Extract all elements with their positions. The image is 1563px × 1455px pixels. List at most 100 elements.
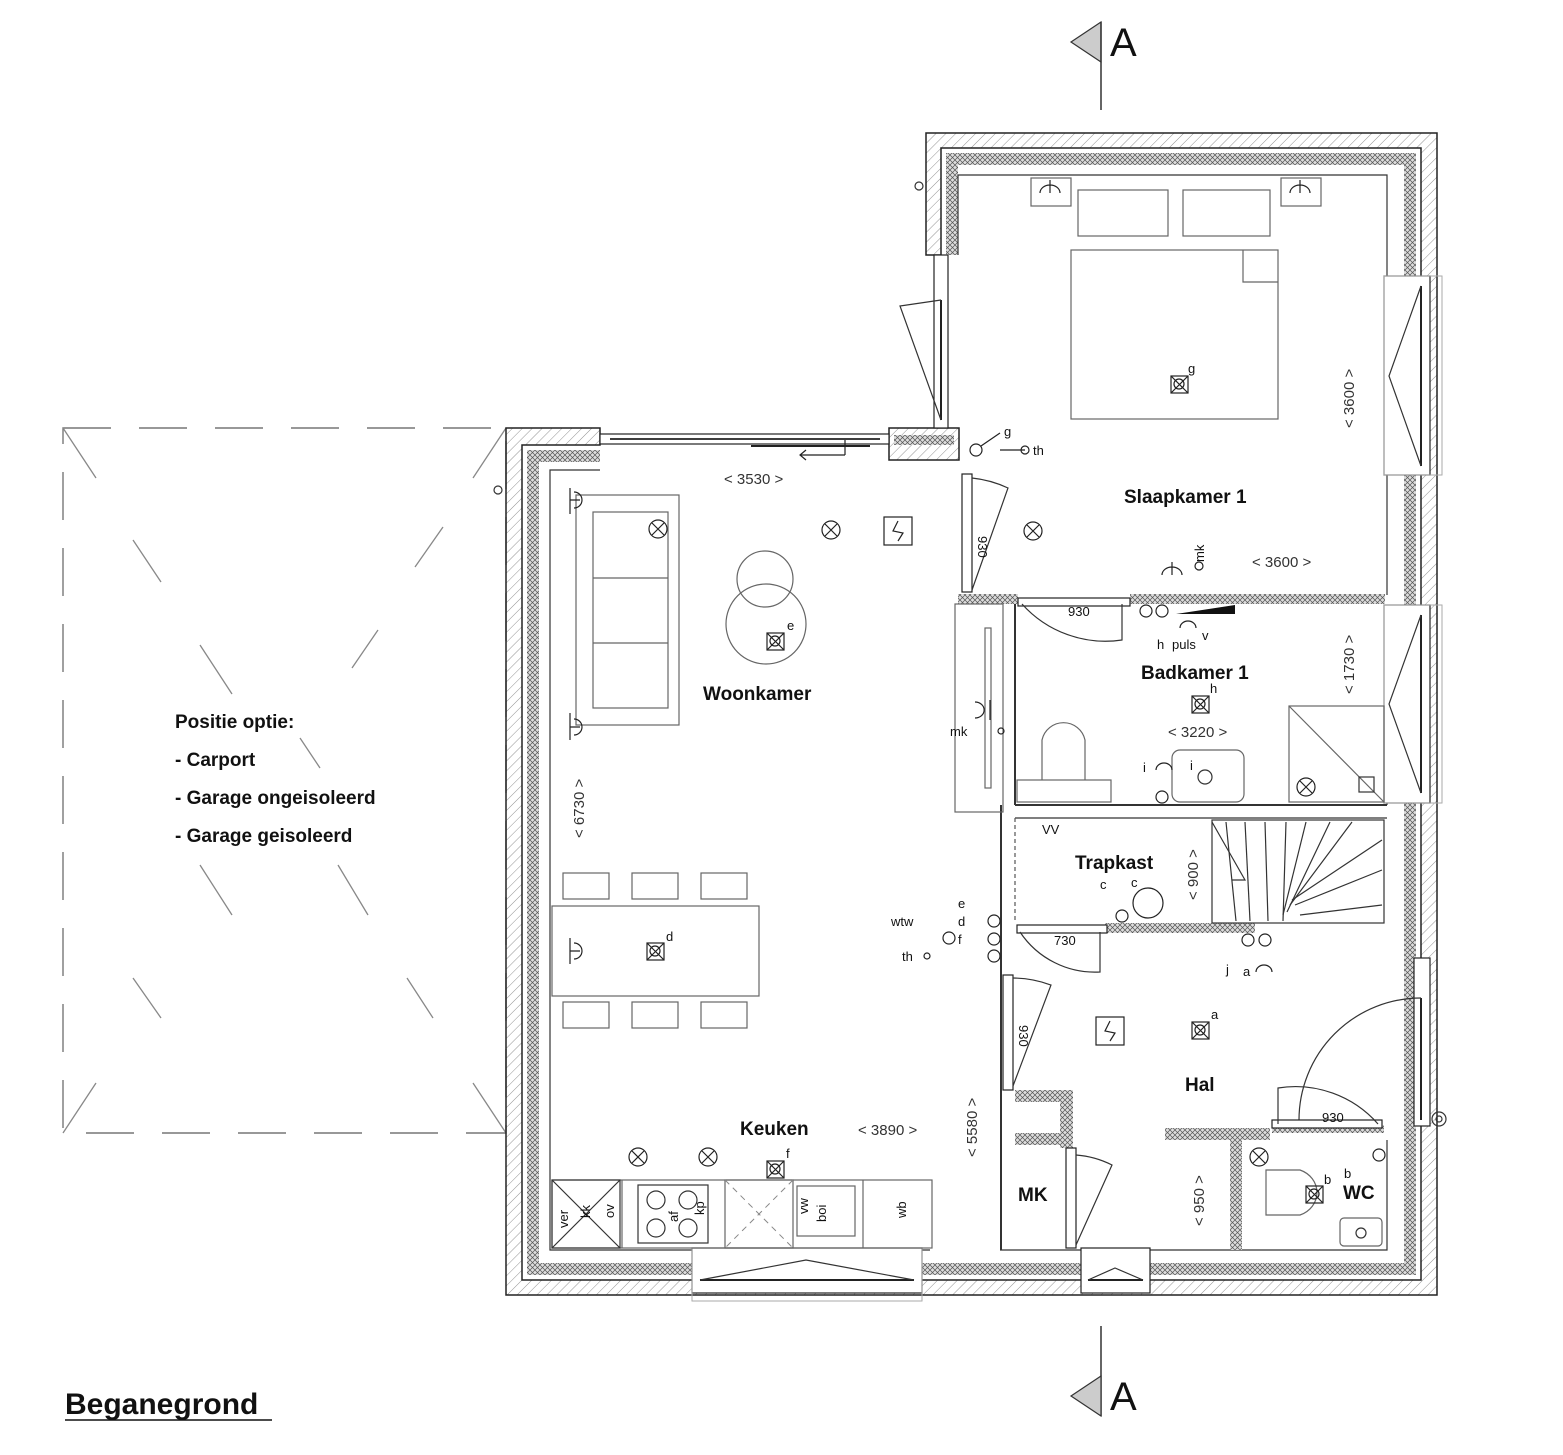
dimension-trapkast-height: < 900 > [1185, 849, 1202, 900]
boxed-light-icon [646, 942, 665, 961]
symbol-label: a [1211, 1007, 1219, 1022]
kitchen-unit-label: kk [578, 1205, 593, 1219]
door-badkamer[interactable]: 930 [1017, 597, 1131, 642]
dimension-keuken-width: < 3890 > [858, 1122, 917, 1139]
kitchen-unit-label: vw [796, 1198, 811, 1215]
door-wc[interactable]: 930 [1271, 1086, 1383, 1129]
symbol-label: puls [1172, 637, 1196, 652]
ceiling-light-icon [1023, 521, 1043, 541]
dimension-badkamer-height: < 1730 > [1341, 635, 1358, 694]
symbol-label: c [1131, 875, 1138, 890]
bathroom-fixtures [1016, 705, 1385, 803]
door-width-label: 930 [1322, 1110, 1344, 1125]
symbol-label: c [1100, 877, 1107, 892]
symbol-label: i [1143, 760, 1146, 775]
ceiling-light-icon [648, 519, 668, 539]
room-label-woonkamer: Woonkamer [703, 684, 812, 705]
symbol-label: mk [1192, 544, 1207, 562]
boxed-light-icon [766, 632, 785, 651]
ceiling-light-icon [821, 520, 841, 540]
option-garage-ongeisoleerd: - Garage ongeisoleerd [175, 788, 376, 809]
dimension-badkamer-width: < 3220 > [1168, 724, 1227, 741]
dimension-wc-height: < 950 > [1191, 1175, 1208, 1226]
door-mk[interactable] [1065, 1147, 1113, 1249]
room-label-mk: MK [1018, 1185, 1048, 1206]
room-label-hal: Hal [1185, 1075, 1215, 1096]
sliding-door-woonkamer[interactable] [599, 433, 890, 461]
kitchen-unit-label: ver [556, 1209, 571, 1228]
section-label-top: A [1110, 21, 1137, 65]
kitchen-counter [551, 1179, 933, 1249]
door-width-label: 930 [1068, 604, 1090, 619]
symbol-label: e [787, 618, 794, 633]
side-table [725, 550, 807, 665]
boxed-light-icon [1191, 695, 1210, 714]
door-width-label: 930 [1016, 1025, 1031, 1047]
smoke-detector-icon [1095, 1016, 1125, 1046]
symbol-label: j [1225, 962, 1229, 977]
boxed-light-icon [1305, 1185, 1324, 1204]
room-label-slaapkamer: Slaapkamer 1 [1124, 487, 1247, 508]
symbol-label: wtw [890, 914, 914, 929]
kitchen-unit-label: ov [602, 1204, 617, 1218]
symbol-label: d [958, 914, 965, 929]
interior-doors[interactable]: 930 930 730 930 930 [961, 473, 1383, 1249]
bed [1030, 177, 1322, 420]
room-label-badkamer: Badkamer 1 [1141, 663, 1249, 684]
room-label-keuken: Keuken [740, 1119, 809, 1140]
boxed-light-icon [1191, 1021, 1210, 1040]
ceiling-light-icon [628, 1147, 648, 1167]
dimension-hal-height: < 5580 > [964, 1098, 981, 1157]
bedroom-side-door[interactable] [899, 254, 949, 429]
dimension-woonkamer-width: < 3530 > [724, 471, 783, 488]
room-label-wc: WC [1343, 1183, 1375, 1204]
dimension-slaapkamer-width: < 3600 > [1252, 554, 1311, 571]
section-marker-top: A [1069, 20, 1137, 110]
door-slaapkamer[interactable]: 930 [961, 473, 1009, 593]
vent-icon [1176, 605, 1235, 614]
kitchen-unit-label: boi [814, 1205, 829, 1222]
symbol-label: mk [950, 724, 968, 739]
dimension-slaapkamer-height: < 3600 > [1341, 369, 1358, 428]
option-garage-geisoleerd: - Garage geisoleerd [175, 826, 352, 847]
door-trapkast[interactable]: 730 [1016, 924, 1108, 973]
symbol-label: g [1004, 424, 1011, 439]
symbol-label: h [1210, 681, 1217, 696]
ceiling-light-icon [698, 1147, 718, 1167]
symbol-label: h [1157, 637, 1164, 652]
symbol-label: g [1188, 361, 1195, 376]
symbol-label: v [1202, 628, 1209, 643]
dimension-woonkamer-height: < 6730 > [571, 779, 588, 838]
furniture [551, 177, 1385, 1249]
ceiling-light-icon [1296, 777, 1316, 797]
symbol-label: e [958, 896, 965, 911]
option-heading: Positie optie: [175, 712, 294, 733]
front-door[interactable] [1298, 957, 1447, 1127]
symbol-label: VV [1042, 822, 1060, 837]
symbol-label: d [666, 929, 673, 944]
smoke-detector-icon [883, 516, 913, 546]
option-carport: - Carport [175, 750, 256, 771]
kitchen-unit-label: kp [692, 1201, 707, 1215]
boxed-light-icon [1170, 375, 1189, 394]
door-width-label: 930 [975, 536, 990, 558]
symbol-label: b [1344, 1166, 1351, 1181]
section-label-bottom: A [1110, 1375, 1137, 1419]
sofa [575, 494, 680, 726]
symbol-label: a [1243, 964, 1251, 979]
symbol-label: i [1190, 758, 1193, 773]
light-points [569, 180, 1386, 1204]
symbol-label: f [958, 932, 962, 947]
ceiling-light-icon [1249, 1147, 1269, 1167]
symbol-label: th [1033, 443, 1044, 458]
boxed-light-icon [766, 1160, 785, 1179]
kitchen-unit-label: wb [894, 1201, 909, 1219]
window-mk-south [1080, 1247, 1151, 1294]
symbol-label: f [786, 1146, 790, 1161]
door-width-label: 730 [1054, 933, 1076, 948]
symbol-label: th [902, 949, 913, 964]
window-keuken-south [691, 1247, 923, 1302]
page-title: Beganegrond [65, 1388, 258, 1421]
door-hal[interactable]: 930 [1002, 974, 1052, 1091]
